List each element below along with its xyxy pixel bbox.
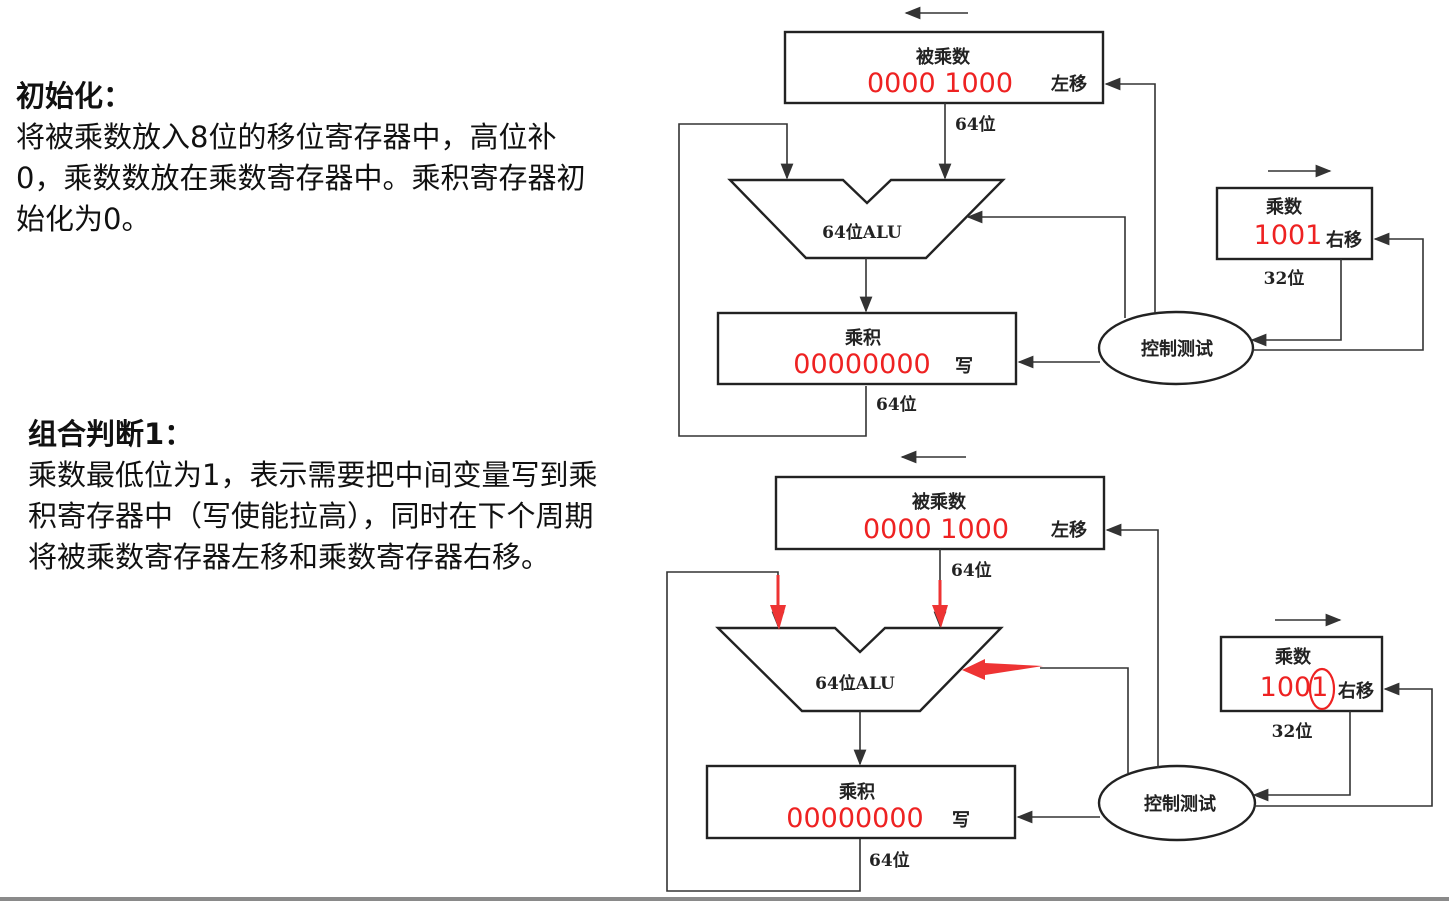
- product-value: 00000000: [786, 803, 923, 834]
- step1-explanation: 组合判断1： 乘数最低位为1，表示需要把中间变量写到乘积寄存器中（写使能拉高），…: [28, 414, 603, 578]
- multiplicand-action: 左移: [1051, 519, 1087, 541]
- product-value: 00000000: [793, 349, 930, 380]
- product-action: 写: [952, 810, 970, 831]
- step1-heading: 组合判断1：: [28, 417, 194, 451]
- multiplier-action: 右移: [1338, 680, 1374, 702]
- multiplier-width: 32位: [1272, 721, 1313, 742]
- alu-label: 64位ALU: [815, 673, 895, 694]
- multiplicand-width: 64位: [955, 114, 996, 135]
- product-width: 64位: [876, 394, 917, 415]
- multiplier-label: 乘数: [1274, 646, 1312, 668]
- red-arrow-icon: [932, 605, 948, 628]
- multiplicand-register: [783, 30, 1105, 105]
- init-explanation: 初始化： 将被乘数放入8位的移位寄存器中，高位补0，乘数数放在乘数寄存器中。乘积…: [16, 76, 591, 240]
- multiplicand-label: 被乘数: [912, 491, 967, 513]
- multiplicand-width: 64位: [951, 560, 992, 581]
- lsb-highlight-circle: [1308, 667, 1336, 711]
- multiplier-value: 1001: [1254, 220, 1323, 251]
- product-register: [705, 764, 1017, 840]
- step1-body: 乘数最低位为1，表示需要把中间变量写到乘积寄存器中（写使能拉高），同时在下个周期…: [28, 458, 598, 574]
- multiplicand-value: 0000 1000: [867, 68, 1013, 99]
- bottom-divider: [0, 897, 1449, 901]
- product-action: 写: [955, 356, 973, 377]
- multiplicand-value: 0000 1000: [863, 514, 1009, 545]
- control-label: 控制测试: [1144, 793, 1216, 815]
- product-width: 64位: [869, 850, 910, 871]
- multiplier-action: 右移: [1326, 229, 1362, 251]
- init-body: 将被乘数放入8位的移位寄存器中，高位补0，乘数数放在乘数寄存器中。乘积寄存器初始…: [16, 120, 586, 236]
- alu: [715, 626, 1004, 713]
- multiplier-register: [1219, 635, 1384, 713]
- multiplier-register: [1215, 186, 1374, 261]
- diagram-2: 被乘数 0000 1000 左移 64位 64位ALU 乘积 00000000 …: [666, 450, 1433, 892]
- control-label: 控制测试: [1141, 338, 1213, 360]
- highlight-arrows: [770, 575, 1043, 680]
- red-arrow-icon: [962, 659, 1043, 680]
- alu-label: 64位ALU: [822, 222, 902, 243]
- multiplier-value: 1001: [1260, 672, 1329, 703]
- init-heading: 初始化：: [16, 79, 133, 113]
- control-test-unit: [1097, 764, 1257, 842]
- red-arrow-icon: [770, 605, 786, 630]
- control-test-unit: [1097, 310, 1255, 386]
- multiplicand-label: 被乘数: [916, 46, 971, 68]
- multiplier-label: 乘数: [1265, 196, 1303, 218]
- multiplicand-action: 左移: [1051, 73, 1087, 95]
- multiplicand-register: [774, 475, 1106, 551]
- product-label: 乘积: [838, 782, 875, 803]
- product-register: [716, 311, 1018, 386]
- diagram-1: 被乘数 0000 1000 左移 64位 64位ALU 乘积 00000000 …: [678, 6, 1424, 437]
- multiplier-width: 32位: [1264, 268, 1305, 289]
- alu: [727, 178, 1006, 260]
- product-label: 乘积: [844, 328, 881, 349]
